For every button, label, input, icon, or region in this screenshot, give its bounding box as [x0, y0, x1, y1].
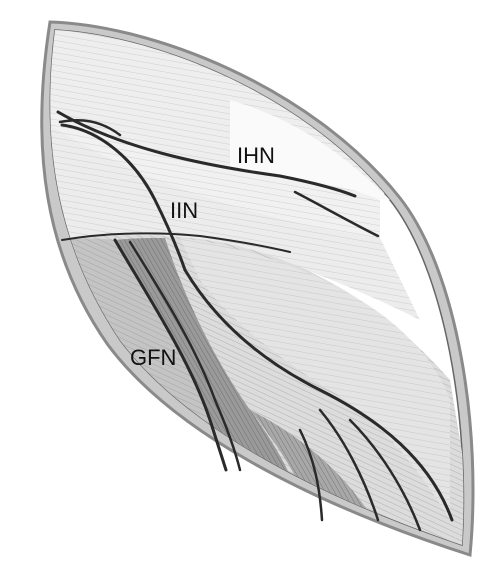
- gfn-left-line: [113, 238, 228, 472]
- lower-line-3: [348, 418, 422, 532]
- dark-band-right-line: [128, 240, 242, 472]
- iin-label: IIN: [170, 198, 198, 223]
- right-light-region-hatch: [180, 238, 450, 520]
- lower-line-2: [318, 408, 380, 522]
- middle-transverse-line: [61, 232, 291, 253]
- diagonal-line: [183, 268, 454, 522]
- middle-band-hatch: [50, 110, 380, 238]
- lower-line-1: [298, 428, 324, 522]
- ihn-label: IHN: [237, 143, 275, 168]
- top-left-branch-line: [58, 119, 122, 137]
- gfn-label: GFN: [130, 345, 176, 370]
- ihn-branch-line: [293, 190, 380, 238]
- iin-line: [60, 123, 187, 272]
- ihn-line: [56, 110, 357, 198]
- iin-lower-band-hatch: [50, 125, 420, 320]
